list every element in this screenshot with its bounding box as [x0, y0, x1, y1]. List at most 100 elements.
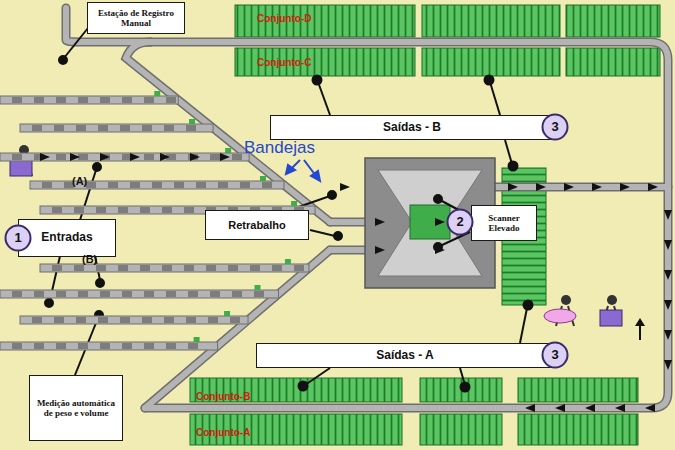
conveyor-segment [56, 343, 66, 349]
conveyor-segment [230, 317, 240, 323]
conveyor-segment [164, 125, 174, 131]
conveyor-segment [98, 317, 108, 323]
input-conveyor [30, 181, 284, 189]
flow-arrow [525, 404, 535, 412]
conveyor-segment [164, 317, 174, 323]
flow-arrow [664, 240, 672, 250]
conveyor-segment [12, 291, 22, 297]
conveyor-segment [54, 125, 64, 131]
input-conveyor [40, 264, 309, 272]
conveyor-segment [162, 207, 172, 213]
flow-arrow [620, 183, 630, 191]
input-band: Entradas [18, 219, 116, 257]
conveyor-segment [122, 97, 132, 103]
conveyor-segment [78, 97, 88, 103]
flow-arrow [564, 183, 574, 191]
flow-arrow [220, 153, 230, 161]
flow-arrow [190, 153, 200, 161]
callout-number: 2 [456, 215, 463, 230]
flow-arrow [664, 210, 672, 220]
flow-arrow [664, 360, 672, 370]
conveyor-segment [76, 125, 86, 131]
conveyor-segment [166, 97, 176, 103]
conveyor-segment [184, 265, 194, 271]
flow-arrow [592, 183, 602, 191]
conveyor-segment [166, 343, 176, 349]
conveyor-segment [12, 154, 22, 160]
node-label: Scanner Elevado [475, 213, 533, 234]
conveyor-segment [186, 317, 196, 323]
flow-arrow [664, 270, 672, 280]
flow-arrow [375, 218, 385, 226]
conveyor-segment [78, 291, 88, 297]
conveyor-segment [42, 182, 52, 188]
conveyor-segment [56, 154, 66, 160]
set-label: Conjunto-B [196, 391, 250, 402]
conveyor-segment [32, 125, 42, 131]
node-label: Medição automática de peso e volume [33, 398, 119, 419]
input-conveyor [0, 290, 278, 298]
conveyor-segment [96, 207, 106, 213]
flow-arrow [340, 183, 350, 191]
conveyor-segment [52, 207, 62, 213]
conveyor-segment [144, 343, 154, 349]
measure-box: Medição automática de peso e volume [29, 375, 123, 441]
set-label: Conjunto-A [196, 422, 250, 440]
node-label: Saídas - A [376, 349, 434, 363]
conveyor-segment [272, 265, 282, 271]
tray-label: Bandejas [244, 138, 315, 157]
conveyor-segment [76, 317, 86, 323]
conveyor-segment [32, 317, 42, 323]
flow-arrow [435, 246, 445, 254]
scanner-box: Scanner Elevado [471, 205, 537, 241]
conveyor-segment [208, 317, 218, 323]
conveyor-segment [78, 343, 88, 349]
conveyor-segment [186, 125, 196, 131]
conveyor-segment [228, 265, 238, 271]
conveyor-segment [166, 291, 176, 297]
input-conveyor [0, 153, 249, 161]
conveyor-segment [96, 265, 106, 271]
flow-arrow [508, 183, 518, 191]
flow-arrow [40, 153, 50, 161]
conveyor-segment [142, 125, 152, 131]
station-box: Estação de Registro Manual [87, 2, 185, 34]
input-label: (B) [82, 249, 97, 267]
conveyor-segment [34, 343, 44, 349]
induction-marker [194, 337, 200, 342]
conveyor-segment [100, 343, 110, 349]
flow-arrow [648, 183, 658, 191]
induction-marker [254, 285, 260, 290]
conveyor-segment [52, 265, 62, 271]
callout-number: 3 [551, 120, 558, 135]
conveyor-segment [118, 265, 128, 271]
conveyor-segment [210, 154, 220, 160]
operator-figure [10, 145, 645, 340]
input-conveyor [0, 96, 178, 104]
flow-arrow [536, 183, 546, 191]
set-label: Conjunto-D [257, 8, 311, 26]
flow-arrow [375, 246, 385, 254]
conveyor-segment [100, 154, 110, 160]
set-label: Conjunto-B [196, 386, 250, 404]
conveyor-segment [210, 291, 220, 297]
conveyor-segment [74, 207, 84, 213]
flow-arrow [100, 153, 110, 161]
conveyor-segment [144, 154, 154, 160]
flow-arrow [645, 404, 655, 412]
induction-marker [291, 201, 297, 206]
flow-arrow [615, 404, 625, 412]
induction-marker [225, 148, 231, 153]
conveyor-segment [86, 182, 96, 188]
set-label: Conjunto-C [257, 57, 311, 68]
conveyor-segment [218, 182, 228, 188]
conveyor-segment [240, 182, 250, 188]
conveyor-segment [250, 265, 260, 271]
conveyor-segment [140, 265, 150, 271]
input-label: (A) [72, 171, 87, 189]
conveyor-segment [232, 291, 242, 297]
conveyor-segment [188, 343, 198, 349]
conveyor-segment [174, 182, 184, 188]
conveyor-segment [100, 97, 110, 103]
